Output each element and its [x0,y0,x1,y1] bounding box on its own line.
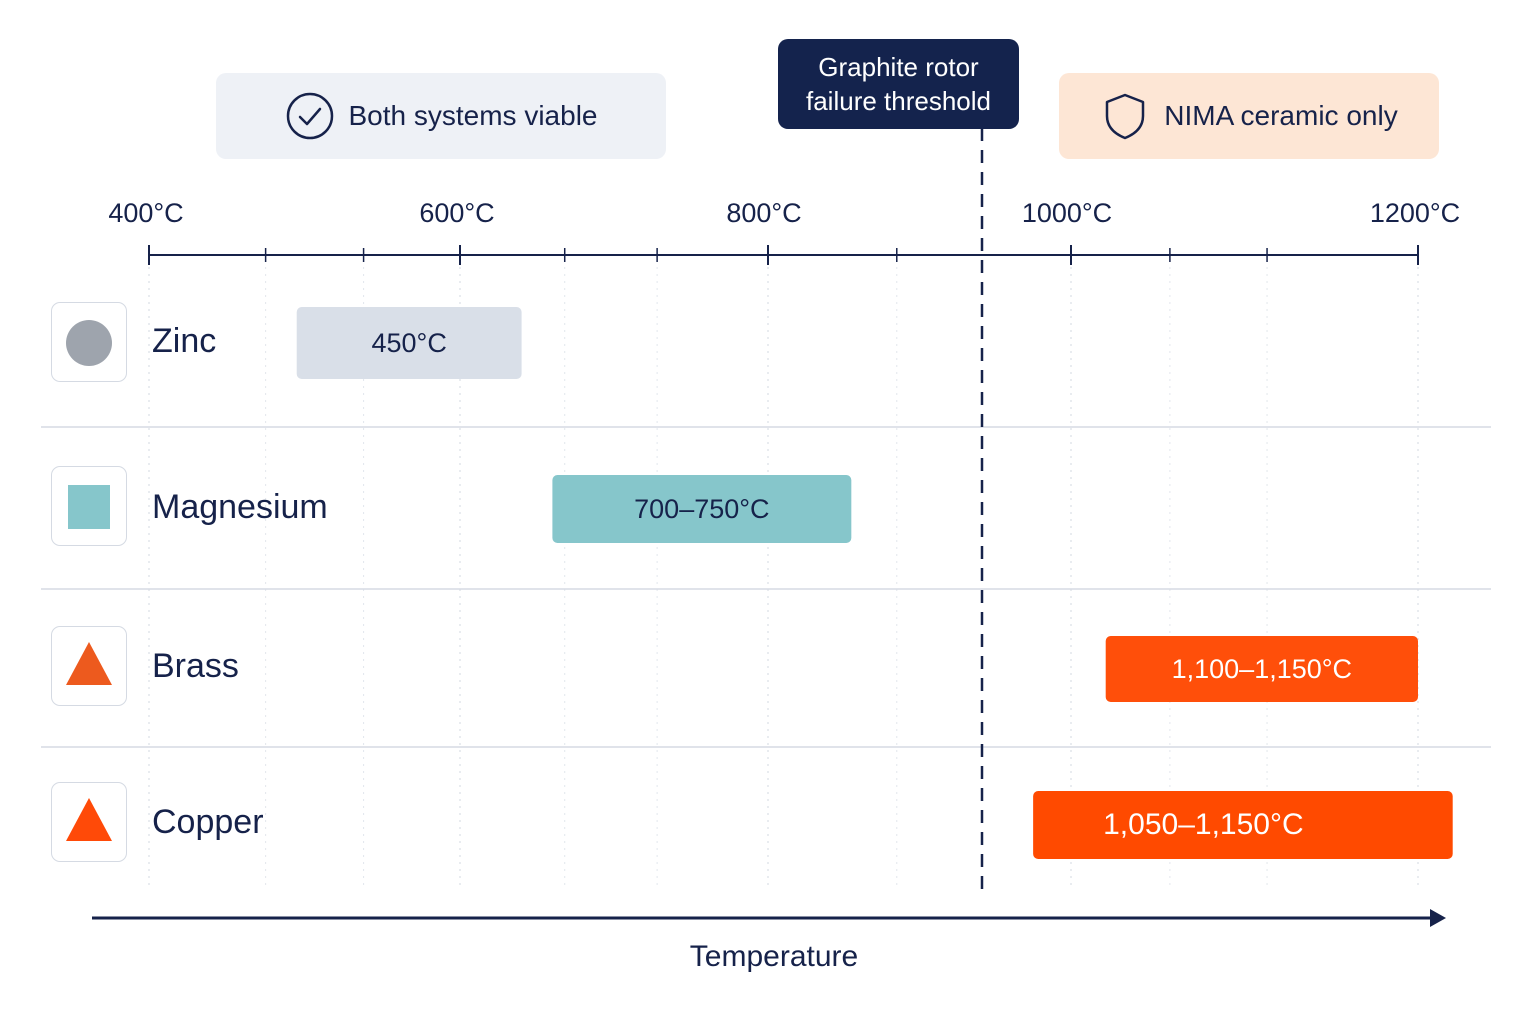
axis-title: Temperature [689,940,859,973]
bottom-axis-arrow [92,909,1446,927]
metal-name-magnesium: Magnesium [152,488,328,526]
tick-label: 1000°C [1021,198,1113,228]
magnesium-icon-tile [51,466,127,546]
metal-name-brass: Brass [152,647,239,685]
temperature-axis [148,245,1419,265]
shield-icon [1106,93,1145,140]
tick-label: 800°C [726,198,802,228]
metal-name-zinc: Zinc [152,322,217,360]
zone-nima-ceramic-only: NIMA ceramic only [1059,73,1439,159]
triangle-icon [66,642,112,685]
range-bar-brass [1105,636,1418,702]
threshold-label: Graphite rotor failure threshold [778,39,1019,129]
tick-label: 400°C [108,198,184,228]
zinc-icon-tile [51,302,127,382]
zone-label: NIMA ceramic only [1164,100,1398,131]
square-icon [68,485,110,529]
brass-icon-tile [51,626,127,706]
check-circle-icon [286,92,333,140]
range-bar-magnesium [552,475,852,543]
circle-icon [66,320,112,366]
metal-name-copper: Copper [152,803,264,841]
range-bar-zinc [296,307,522,379]
copper-icon-tile [51,782,127,862]
gridlines [148,267,1419,890]
row-separators [41,426,1491,748]
zone-label: Both systems viable [348,100,598,131]
tick-label: 1200°C [1369,198,1461,228]
triangle-icon [66,798,112,841]
zone-both-systems-viable: Both systems viable [216,73,666,159]
tick-label: 600°C [419,198,495,228]
range-bar-copper [1033,791,1453,859]
range-bars [296,307,1453,859]
